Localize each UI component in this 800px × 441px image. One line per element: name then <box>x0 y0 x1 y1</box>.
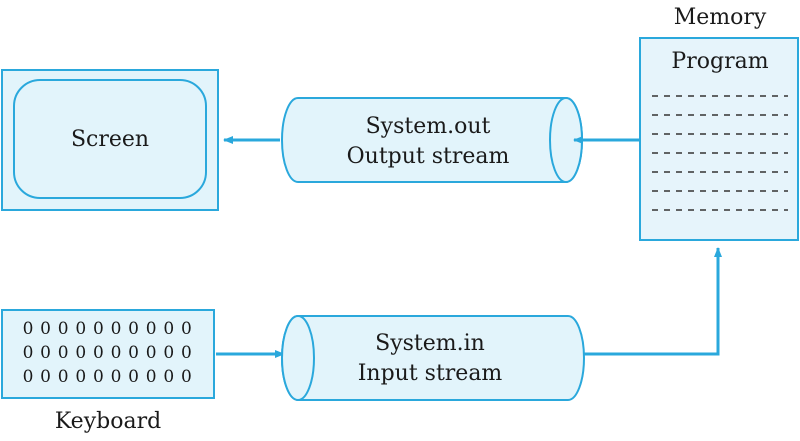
keyboard-key: 0 <box>128 319 139 339</box>
keyboard-key: 0 <box>146 367 157 387</box>
keyboard-key: 0 <box>40 343 51 363</box>
arrow-to-memory <box>584 247 722 356</box>
keyboard-key: 0 <box>58 367 69 387</box>
keyboard-key: 0 <box>93 367 104 387</box>
keyboard-key: 0 <box>111 367 122 387</box>
keyboard-label: Keyboard <box>55 409 161 434</box>
keyboard-key: 0 <box>40 367 51 387</box>
memory-title: Memory <box>674 5 767 30</box>
keyboard-key: 0 <box>163 319 174 339</box>
program-label: Program <box>671 49 768 74</box>
keyboard-key: 0 <box>163 367 174 387</box>
input-stream-desc: Input stream <box>358 361 503 386</box>
output-stream-cylinder: System.out Output stream <box>281 97 583 183</box>
keyboard-key: 0 <box>23 319 34 339</box>
keyboard-key: 0 <box>181 319 192 339</box>
keyboard-key: 0 <box>93 319 104 339</box>
keyboard-key: 0 <box>128 367 139 387</box>
keyboard-key: 0 <box>146 343 157 363</box>
screen-monitor: Screen <box>1 69 219 211</box>
input-stream-name: System.in <box>375 331 485 356</box>
keyboard-key: 0 <box>75 343 86 363</box>
keyboard-key: 0 <box>23 343 34 363</box>
keyboard-key: 0 <box>163 343 174 363</box>
output-stream-desc: Output stream <box>347 144 510 169</box>
keyboard-key: 0 <box>23 367 34 387</box>
keyboard-key: 0 <box>93 343 104 363</box>
keyboard-key: 0 <box>58 343 69 363</box>
keyboard-key: 0 <box>58 319 69 339</box>
keyboard-key: 0 <box>146 319 157 339</box>
keyboard-key: 0 <box>181 343 192 363</box>
keyboard-key: 0 <box>111 343 122 363</box>
keyboard-key: 0 <box>111 319 122 339</box>
keyboard-key: 0 <box>75 319 86 339</box>
keyboard-key: 0 <box>181 367 192 387</box>
output-stream-name: System.out <box>366 114 491 139</box>
keyboard-key: 0 <box>40 319 51 339</box>
keyboard-key: 0 <box>128 343 139 363</box>
input-stream-cylinder: System.in Input stream <box>281 315 585 401</box>
keyboard-key: 0 <box>75 367 86 387</box>
screen-label: Screen <box>71 127 149 152</box>
program-code-lines <box>652 95 788 211</box>
memory-program-box: Program <box>639 37 799 241</box>
